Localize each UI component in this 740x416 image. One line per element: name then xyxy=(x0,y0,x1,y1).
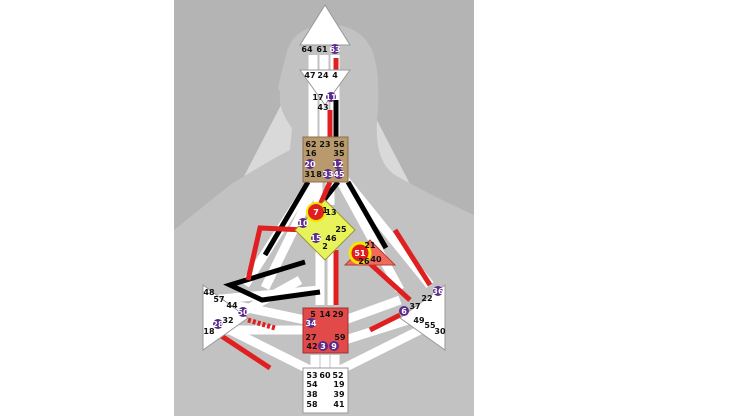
gate-47: 47 xyxy=(304,71,315,80)
black-activations xyxy=(223,100,389,303)
gate-62: 62 xyxy=(305,140,316,149)
gate-15: 15 xyxy=(310,234,322,243)
gate-25: 25 xyxy=(335,225,347,234)
gate-43: 43 xyxy=(317,103,328,112)
gate-61: 61 xyxy=(316,45,328,54)
gate-37: 37 xyxy=(409,302,420,311)
gate-24: 24 xyxy=(317,71,329,80)
gate-57: 57 xyxy=(213,295,224,304)
gate-11: 11 xyxy=(325,93,337,102)
gate-9: 9 xyxy=(331,342,337,351)
gate-60: 60 xyxy=(319,371,331,380)
gate-10: 10 xyxy=(297,219,309,228)
gate-48: 48 xyxy=(203,288,215,297)
gate-53: 53 xyxy=(306,371,317,380)
gate-38: 38 xyxy=(306,390,318,399)
gate-labels: 64 61 63 47 24 4 17 11 43 62 23 56 16 35… xyxy=(203,45,446,409)
gate-36: 36 xyxy=(432,287,444,296)
gate-32: 32 xyxy=(222,316,233,325)
gate-52: 52 xyxy=(332,371,343,380)
root-center xyxy=(302,367,349,414)
gate-16: 16 xyxy=(305,149,317,158)
gate-35: 35 xyxy=(333,149,345,158)
activated-gate-badges xyxy=(213,44,443,351)
gate-51: 51 xyxy=(354,249,366,258)
gate-55: 55 xyxy=(424,321,436,330)
gate-7-highlight xyxy=(306,202,326,222)
gate-12: 12 xyxy=(332,160,343,169)
gate-39: 39 xyxy=(333,390,345,399)
spleen-center xyxy=(202,284,249,351)
gate-19: 19 xyxy=(333,380,345,389)
gate-34: 34 xyxy=(305,319,317,328)
gate-64: 64 xyxy=(301,45,313,54)
gate-49: 49 xyxy=(413,316,425,325)
gate-59: 59 xyxy=(334,333,346,342)
gate-31: 31 xyxy=(304,170,316,179)
gate-50: 50 xyxy=(237,308,249,317)
gate-21: 21 xyxy=(364,241,376,250)
gate-17: 17 xyxy=(312,93,323,102)
solar-plexus-center xyxy=(399,284,446,351)
gate-46: 46 xyxy=(325,234,337,243)
gate-27: 27 xyxy=(305,333,316,342)
gate-41: 41 xyxy=(333,400,345,409)
gate-40: 40 xyxy=(370,255,382,264)
gate-4: 4 xyxy=(332,71,338,80)
gate-29: 29 xyxy=(332,310,344,319)
gate-22: 22 xyxy=(421,294,432,303)
gate-7: 7 xyxy=(313,208,319,217)
gate-63: 63 xyxy=(329,45,340,54)
gate-20: 20 xyxy=(304,160,316,169)
ajna-center xyxy=(299,69,351,106)
gate-51-highlight xyxy=(348,241,372,265)
gate-2: 2 xyxy=(322,242,328,251)
gate-33: 33 xyxy=(322,170,333,179)
gate-56: 56 xyxy=(333,140,345,149)
gate-14: 14 xyxy=(319,310,331,319)
gate-28: 28 xyxy=(212,320,224,329)
gate-5: 5 xyxy=(310,310,316,319)
gate-13: 13 xyxy=(325,208,336,217)
head-center xyxy=(299,4,351,46)
gate-42: 42 xyxy=(306,342,317,351)
gate-23: 23 xyxy=(319,140,330,149)
gate-26: 26 xyxy=(358,257,370,266)
gate-8: 8 xyxy=(316,170,322,179)
gate-30: 30 xyxy=(434,327,446,336)
gate-45: 45 xyxy=(333,170,345,179)
gate-44: 44 xyxy=(226,301,238,310)
gate-3: 3 xyxy=(320,342,326,351)
gate-58: 58 xyxy=(306,400,318,409)
gate-18: 18 xyxy=(203,327,215,336)
gate-54: 54 xyxy=(306,380,318,389)
gate-6: 6 xyxy=(401,307,407,316)
gate-1: 1 xyxy=(322,206,328,215)
